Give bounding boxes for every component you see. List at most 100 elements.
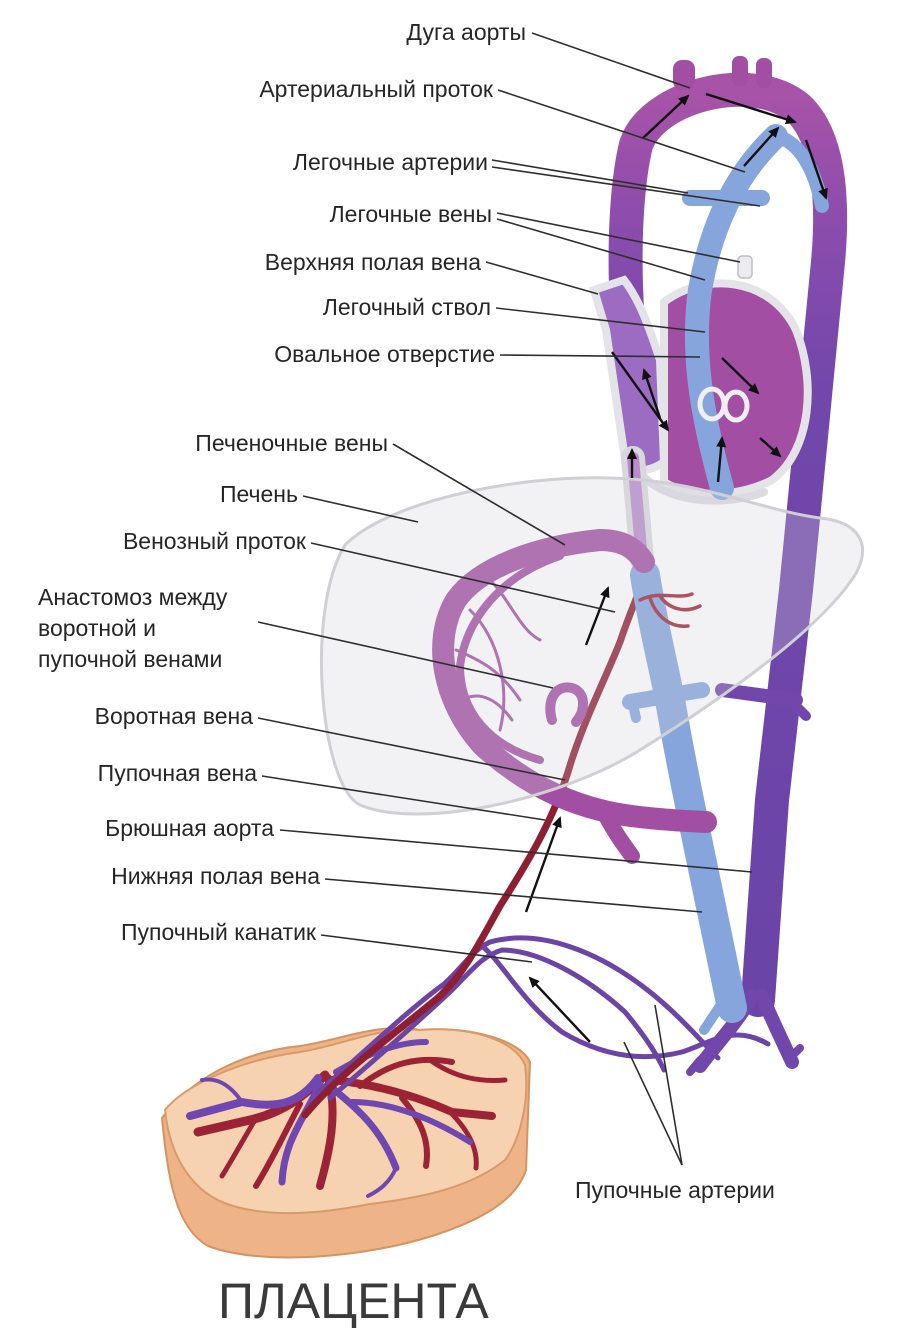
label-liver: Печень bbox=[220, 481, 298, 507]
flow-arrow bbox=[642, 94, 690, 139]
placenta-purple-branch bbox=[328, 1084, 400, 1172]
liver-outline bbox=[320, 476, 864, 816]
flow-arrow bbox=[759, 437, 782, 458]
label-umbilical-vein: Пупочная вена bbox=[98, 760, 258, 786]
flow-arrow bbox=[743, 126, 780, 167]
foramen-ovale-right bbox=[722, 389, 750, 423]
flow-arrow bbox=[721, 357, 760, 395]
leader-umbilical-arteries bbox=[654, 1004, 683, 1166]
leader-umbilical-cord bbox=[320, 934, 533, 963]
label-anastomosis-line-3: пупочной венами bbox=[38, 646, 222, 672]
leader-lines bbox=[257, 32, 761, 1166]
label-foramen-ovale: Овальное отверстие bbox=[274, 341, 495, 367]
placenta-purple-branch bbox=[186, 1074, 322, 1120]
flow-arrow bbox=[584, 586, 610, 646]
aorta-branches bbox=[686, 683, 811, 1076]
ivc-branch bbox=[627, 695, 641, 723]
leader-pulmonary-trunk bbox=[495, 307, 706, 333]
placenta bbox=[160, 1026, 532, 1259]
label-pulmonary-veins: Легочные вены bbox=[330, 201, 492, 227]
label-inferior-vena-cava: Нижняя полая вена bbox=[111, 863, 320, 889]
placenta-red-branch bbox=[219, 1117, 258, 1179]
flow-arrow bbox=[642, 368, 662, 419]
leader-umbilical-arteries bbox=[623, 1041, 683, 1166]
ivc-branch bbox=[699, 995, 729, 1035]
label-portal-vein: Воротная вена bbox=[95, 703, 254, 729]
anastomosis-loop bbox=[545, 682, 588, 727]
placenta-red-branch bbox=[427, 1057, 508, 1083]
placenta-purple-branch bbox=[278, 1080, 324, 1186]
inferior-vena-cava bbox=[630, 560, 747, 1023]
umbilical-artery-left bbox=[315, 935, 721, 1095]
portal-system bbox=[432, 529, 717, 864]
umbilical-vein bbox=[301, 566, 650, 1119]
label-pulmonary-arteries: Легочные артерии bbox=[293, 149, 488, 175]
portal-network bbox=[454, 648, 522, 702]
iliac-branch bbox=[788, 1044, 804, 1060]
leader-aortic-arch bbox=[531, 32, 691, 89]
placenta-red-branch bbox=[357, 1056, 455, 1089]
leader-umbilical-vein bbox=[261, 775, 546, 821]
label-abdominal-aorta: Брюшная аорта bbox=[105, 815, 274, 841]
flow-arrow bbox=[705, 92, 797, 125]
leader-abdominal-aorta bbox=[279, 829, 753, 873]
label-aortic-arch: Дуга аорты bbox=[406, 19, 526, 45]
hepatic-artery-branch bbox=[648, 596, 690, 628]
pulmonary-trunk bbox=[684, 124, 788, 500]
label-umbilical-cord: Пупочный канатик bbox=[121, 919, 317, 945]
placenta-purple-branch bbox=[366, 1166, 398, 1198]
label-ductus-arteriosus: Артериальный проток bbox=[259, 76, 494, 102]
leader-inferior-vena-cava bbox=[324, 878, 703, 913]
label-hepatic-veins: Печеночные вены bbox=[195, 430, 388, 456]
hepatic-artery-branch bbox=[658, 594, 702, 612]
leader-portal-vein bbox=[257, 717, 566, 781]
leader-pulmonary-arteries bbox=[491, 166, 761, 207]
flow-arrow bbox=[804, 139, 828, 200]
pulmonary-vein-stub bbox=[737, 255, 753, 279]
placenta-purple-branch bbox=[349, 1099, 473, 1145]
brachiocephalic-trunk bbox=[673, 60, 695, 90]
left-common-carotid bbox=[732, 56, 748, 86]
label-ductus-venosus: Венозный проток bbox=[123, 528, 307, 554]
leader-liver bbox=[302, 495, 419, 523]
aorta-branch bbox=[785, 695, 811, 721]
labels: Дуга аорты Артериальный проток Легочные … bbox=[38, 19, 775, 1329]
arch-branches bbox=[673, 56, 772, 90]
flow-arrow bbox=[528, 976, 591, 1043]
flow-arrow bbox=[716, 436, 727, 483]
leader-ductus-arteriosus bbox=[497, 89, 746, 173]
leader-hepatic-veins bbox=[392, 443, 566, 546]
portal-network bbox=[460, 694, 514, 722]
placenta-purple-branch bbox=[200, 1077, 244, 1104]
ivc-branch bbox=[622, 682, 710, 710]
label-placenta: ПЛАЦЕНТА bbox=[218, 1273, 489, 1329]
placenta-red-branch bbox=[399, 1095, 430, 1169]
left-subclavian bbox=[756, 58, 772, 88]
common-iliac-right bbox=[755, 989, 799, 1069]
label-umbilical-arteries: Пупочные артерии bbox=[575, 1177, 775, 1203]
label-superior-vena-cava: Верхняя полая вена bbox=[265, 249, 481, 275]
umbilical-artery-right bbox=[327, 947, 667, 1101]
ivc-branches bbox=[622, 682, 729, 1035]
hepatic-artery-branch bbox=[638, 592, 694, 602]
hepatic-artery-branches bbox=[638, 592, 702, 628]
portal-network bbox=[488, 578, 542, 642]
leader-ductus-venosus bbox=[310, 542, 616, 613]
label-pulmonary-trunk: Легочный ствол bbox=[323, 294, 491, 320]
iliac-branch bbox=[686, 1056, 704, 1076]
portal-lower-branch bbox=[596, 804, 640, 864]
flow-arrows bbox=[524, 92, 828, 1043]
leader-foramen-ovale bbox=[499, 354, 701, 358]
common-iliac-left bbox=[693, 989, 759, 1073]
leader-pulmonary-veins bbox=[496, 218, 706, 281]
label-anastomosis-line-1: Анастомоз между bbox=[38, 584, 228, 610]
leader-pulmonary-arteries bbox=[491, 159, 689, 194]
portal-inner-loop bbox=[456, 552, 564, 764]
placenta-red-branch bbox=[253, 1101, 303, 1189]
placenta-surface bbox=[163, 1028, 528, 1215]
aorta-branch bbox=[715, 683, 803, 707]
leader-anastomosis bbox=[257, 621, 554, 689]
portal-network bbox=[468, 608, 506, 732]
label-anastomosis-line-2: воротной и bbox=[38, 615, 156, 641]
